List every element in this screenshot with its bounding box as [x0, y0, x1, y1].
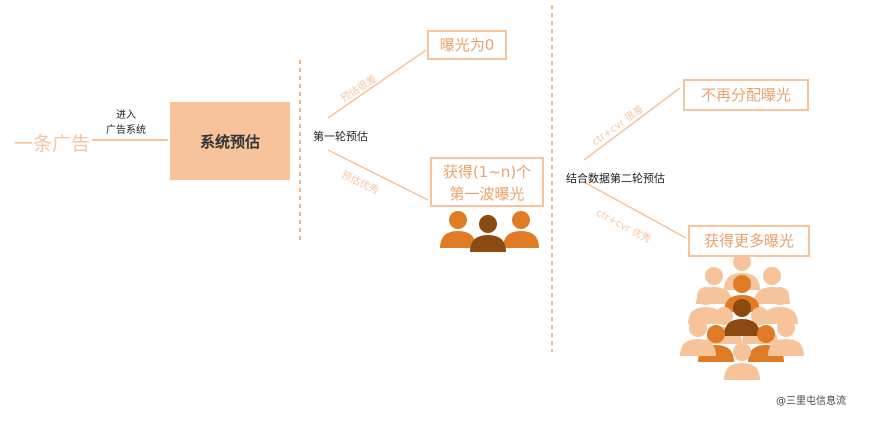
connector-to-no-more — [583, 87, 681, 161]
first-wave-line2: 第一波曝光 — [449, 185, 525, 203]
more-exposure-box: 获得更多曝光 — [688, 225, 810, 257]
crowd-icon — [680, 253, 804, 380]
user-group-icon — [440, 211, 539, 252]
round1-label: 第一轮预估 — [313, 130, 368, 143]
connector-to-more — [583, 181, 687, 239]
first-wave-box: 获得(1~n)个 第一波曝光 — [430, 157, 544, 207]
connector-to-first-wave — [327, 149, 429, 201]
connector-to-zero — [327, 49, 427, 119]
enter-label-line1: 进入 — [116, 110, 136, 121]
first-wave-line1: 获得(1~n)个 — [442, 163, 532, 181]
enter-label-line2: 广告系统 — [106, 125, 146, 136]
no-more-exposure-box: 不再分配曝光 — [683, 79, 809, 111]
round2-label: 结合数据第二轮预估 — [566, 172, 665, 185]
system-estimate-box: 系统预估 — [170, 102, 290, 180]
enter-system-label: 进入 广告系统 — [106, 108, 146, 138]
ad-label: 一条广告 — [14, 133, 91, 155]
exposure-zero-box: 曝光为0 — [427, 30, 507, 60]
watermark: @三里屯信息流 — [776, 396, 846, 407]
